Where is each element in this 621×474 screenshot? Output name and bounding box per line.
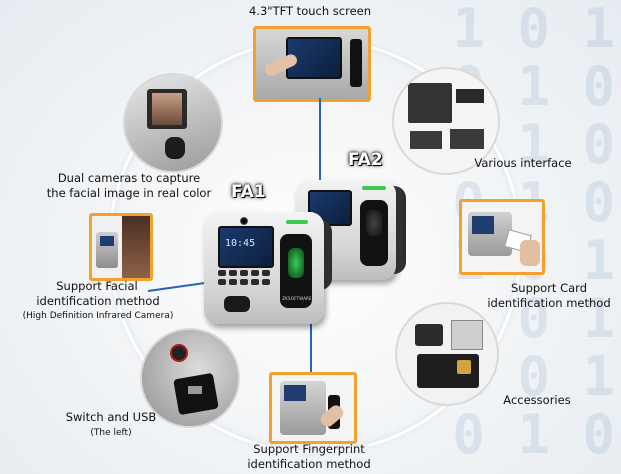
device-fa2-card-reader [366,210,382,236]
device-fa1: 10:45 ZKSOFTWARE [204,212,324,324]
badge-fa1: FA1 [231,182,266,202]
pointer-line-fingerprint [310,292,312,372]
photo-touch-screen [253,26,371,102]
label-dual-cameras-line1: Dual cameras to capture [57,171,201,185]
label-card-line2: identification method [487,296,611,310]
label-touch-screen: 4.3"TFT touch screen [248,4,372,18]
label-switch-usb: Switch and USB [65,410,157,424]
label-dual-cameras-line2: the facial image in real color [46,186,212,200]
photo-dual-cameras [123,73,223,173]
photo-card-identification [459,199,545,275]
label-fingerprint-line2: identification method [247,457,371,471]
photo-accessories [395,302,499,406]
device-fa1-fingerprint-sensor [288,248,304,278]
device-fa1-screen: 10:45 [218,226,274,268]
photo-fingerprint [269,372,357,444]
badge-fa2: FA2 [348,150,383,170]
photo-various-interface [392,67,500,175]
pointer-line-touch-screen [319,98,321,194]
photo-facial-identification [89,213,153,281]
label-switch-usb-sub: (The left) [90,428,132,438]
label-fingerprint-line1: Support Fingerprint [253,442,365,456]
device-fa1-screen-time: 10:45 [225,238,256,249]
device-fa1-brand: ZKSOFTWARE [282,296,312,301]
photo-switch-usb [140,328,240,428]
device-fa1-keypad [218,270,270,285]
label-various-interface: Various interface [474,156,572,170]
label-facial-line1: Support Facial [56,279,138,293]
device-fa1-camera-icon [240,217,248,225]
label-facial-line3: (High Definition Infrared Camera) [22,311,174,321]
label-card-line1: Support Card [510,281,588,295]
label-accessories: Accessories [503,393,571,407]
label-facial-line2: identification method [36,294,160,308]
